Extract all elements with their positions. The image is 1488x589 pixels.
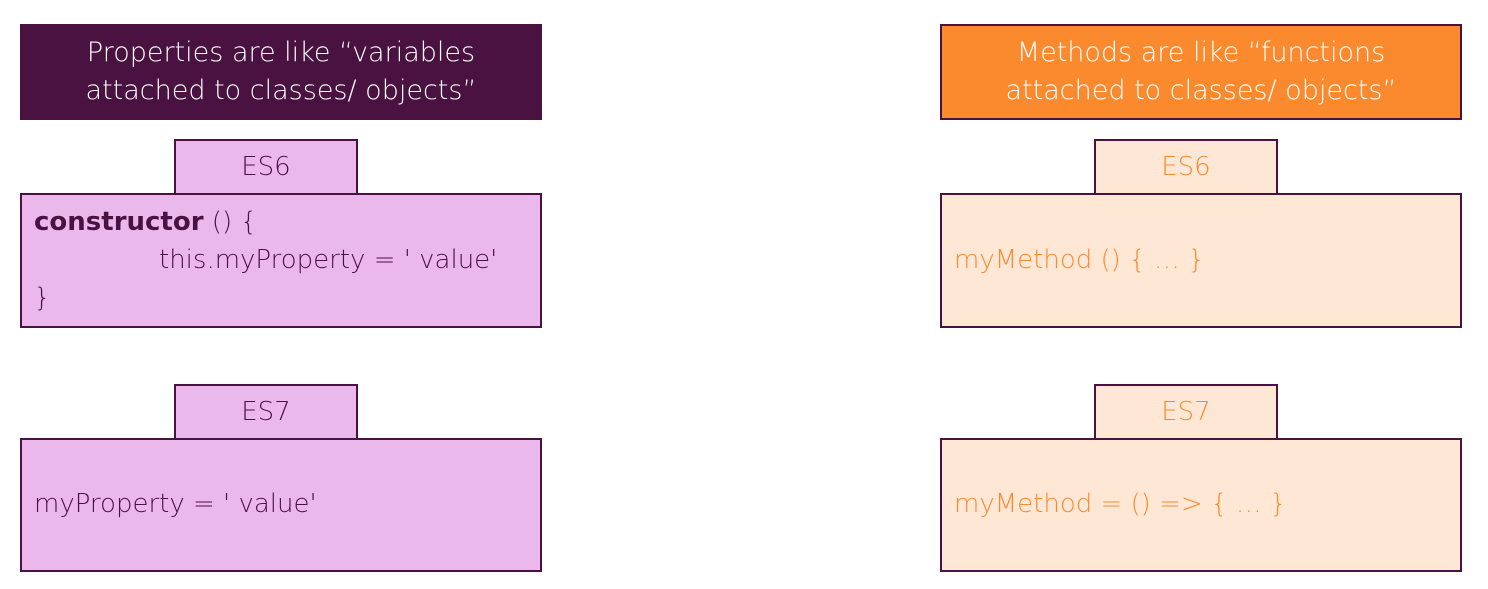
properties-es6-line2: this.myProperty = ' value' xyxy=(159,245,498,275)
properties-es6-code-box: constructor () { this.myProperty = ' val… xyxy=(20,193,542,328)
properties-es6-tab: ES6 xyxy=(174,139,358,195)
methods-header-line1: Methods are like “functions xyxy=(1016,37,1386,68)
properties-es6-tab-label: ES6 xyxy=(241,152,291,182)
constructor-keyword: constructor xyxy=(34,207,204,237)
methods-es6-tab: ES6 xyxy=(1094,139,1278,195)
methods-es7-tab-label: ES7 xyxy=(1161,397,1211,427)
properties-es7-code: myProperty = ' value' xyxy=(34,489,317,519)
properties-es7-code-box: myProperty = ' value' xyxy=(20,438,542,572)
methods-es6-code: myMethod () { … } xyxy=(954,245,1205,275)
properties-es6-line1-rest: () { xyxy=(203,207,257,237)
methods-es6-tab-label: ES6 xyxy=(1161,152,1211,182)
properties-header-line1: Properties are like “variables xyxy=(86,37,476,68)
methods-es7-code: myMethod = () => { … } xyxy=(954,489,1287,519)
properties-header: Properties are like “variables attached … xyxy=(20,24,542,120)
properties-es6-line1: constructor () { xyxy=(34,203,257,241)
methods-header: Methods are like “functions attached to … xyxy=(940,24,1462,120)
properties-header-line2: attached to classes/ objects” xyxy=(85,75,477,106)
methods-es7-tab: ES7 xyxy=(1094,384,1278,440)
methods-es7-code-box: myMethod = () => { … } xyxy=(940,438,1462,572)
properties-es7-tab: ES7 xyxy=(174,384,358,440)
properties-es6-line3: } xyxy=(34,283,51,313)
properties-es7-tab-label: ES7 xyxy=(241,397,291,427)
methods-es6-code-box: myMethod () { … } xyxy=(940,193,1462,328)
methods-header-line2: attached to classes/ objects” xyxy=(1005,75,1397,106)
